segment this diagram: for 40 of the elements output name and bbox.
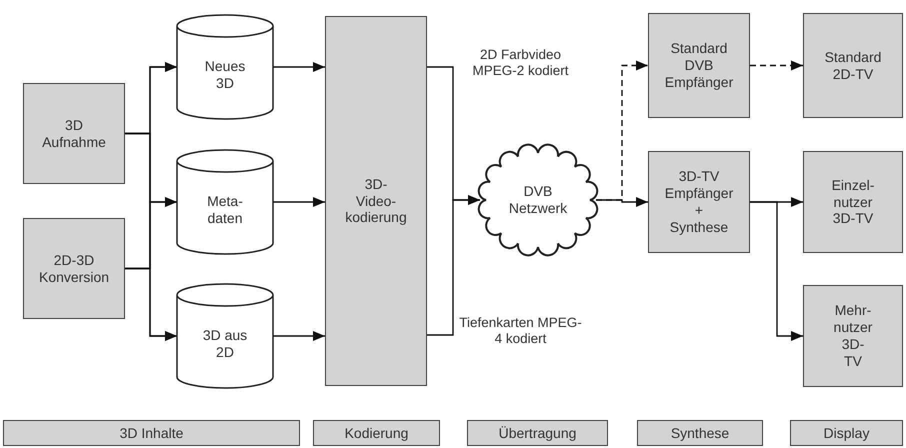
process-box bbox=[648, 151, 750, 253]
node-label: 3D-Video- kodierung bbox=[345, 176, 407, 226]
node-label: Meta- daten bbox=[207, 193, 243, 227]
node-label: Mehr- nutzer 3D-TV bbox=[834, 302, 872, 370]
node-label: 3D Inhalte bbox=[120, 424, 184, 442]
database-cylinder bbox=[177, 150, 273, 254]
node-label: Neues 3D bbox=[204, 58, 246, 92]
database-cylinder bbox=[177, 284, 273, 388]
node-label: 3D Aufnahme bbox=[42, 116, 106, 150]
node-label: Standard 2D-TV bbox=[824, 48, 882, 82]
node-label: Einzel- nutzer 3D-TV bbox=[832, 176, 874, 228]
arrow bbox=[273, 331, 325, 341]
node-label: Übertragung bbox=[498, 424, 576, 442]
process-box bbox=[648, 13, 750, 118]
node-label: Kodierung bbox=[344, 424, 408, 442]
node-label: Display bbox=[824, 424, 870, 442]
process-box bbox=[23, 83, 125, 184]
process-box bbox=[803, 13, 903, 118]
arrow bbox=[273, 62, 325, 72]
process-box bbox=[803, 151, 903, 253]
node-label: Synthese bbox=[670, 424, 730, 442]
arrow bbox=[750, 60, 803, 70]
node-label: 3D-TV Empfänger + Synthese bbox=[664, 168, 734, 236]
stage-band bbox=[790, 420, 903, 446]
process-box bbox=[23, 218, 125, 319]
arrow bbox=[596, 197, 648, 207]
arrow bbox=[750, 201, 803, 341]
process-box bbox=[803, 285, 903, 387]
stage-band bbox=[3, 420, 300, 446]
node-label: Standard DVB Empfänger bbox=[664, 40, 734, 91]
arrow bbox=[273, 197, 325, 207]
stage-band bbox=[467, 420, 608, 446]
arrow bbox=[125, 268, 177, 341]
process-box bbox=[325, 16, 427, 386]
database-cylinder bbox=[177, 15, 273, 119]
node-label: 2D-3D Konversion bbox=[38, 252, 110, 286]
node-label: 3D aus 2D bbox=[202, 327, 248, 361]
stage-band bbox=[313, 420, 440, 446]
stage-band bbox=[637, 420, 763, 446]
arrow bbox=[427, 195, 480, 336]
